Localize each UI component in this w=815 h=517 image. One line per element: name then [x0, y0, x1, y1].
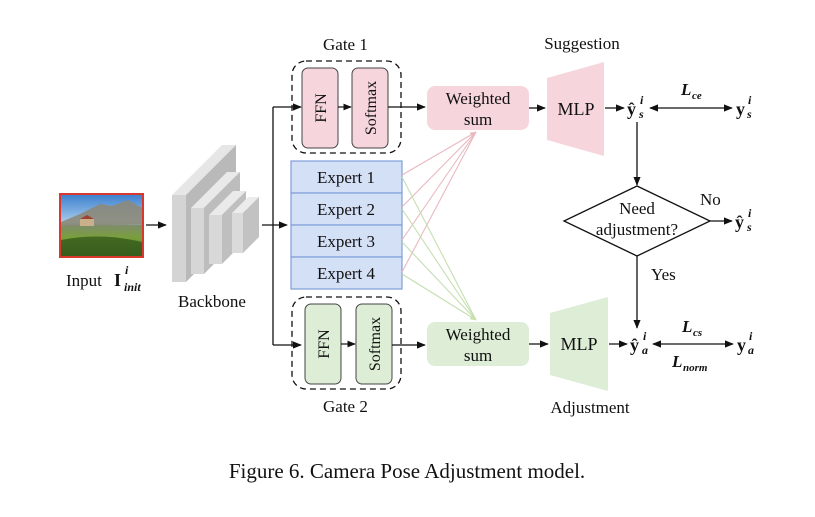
ys-hat-sub: s	[638, 107, 644, 121]
ya-hat-base: ŷ	[630, 335, 639, 355]
gate2-softmax-label: Softmax	[367, 317, 384, 371]
weighted-sum-bottom-line1: Weighted	[446, 325, 511, 344]
input-subscript: init	[124, 280, 141, 294]
ys-hat-sup: i	[640, 93, 644, 107]
gate1-title: Gate 1	[323, 35, 368, 54]
loss-cs-base: L	[681, 317, 692, 336]
expert-to-wsum-top-lines	[401, 131, 477, 273]
ys-symbol: y i s	[736, 93, 752, 121]
decision-line1: Need	[619, 199, 655, 218]
line-expert4-bottom	[401, 273, 477, 321]
suggestion-mlp-trapezoid	[547, 62, 604, 156]
gate1-ffn-box	[301, 67, 339, 149]
expert-4-box	[290, 256, 403, 290]
ya-hat-sup: i	[643, 329, 647, 343]
expert-1-box	[290, 160, 403, 194]
suggestion-mlp-label: MLP	[557, 99, 594, 119]
ys-sub: s	[746, 107, 752, 121]
line-expert3-top	[401, 131, 477, 241]
ys-sup: i	[748, 93, 752, 107]
expert-3-label: Expert 3	[317, 232, 375, 251]
gate2-container	[291, 296, 402, 390]
input-image	[59, 193, 144, 258]
expert-1-label: Expert 1	[317, 168, 375, 187]
ys-hat-no-base: ŷ	[735, 212, 744, 232]
gate2-title: Gate 2	[323, 397, 368, 416]
weighted-sum-top-line2: sum	[464, 110, 492, 129]
weighted-sum-top-box	[427, 86, 529, 130]
expert-3-box	[290, 224, 403, 258]
ys-hat-no-symbol: ŷ i s	[735, 206, 752, 234]
gate2-softmax-box	[355, 303, 393, 385]
loss-norm-base: L	[671, 352, 682, 371]
ys-base: y	[736, 99, 745, 119]
expert-to-wsum-bottom-lines	[401, 176, 477, 321]
loss-ce: L ce	[680, 80, 702, 102]
backbone-icon	[172, 145, 259, 282]
gate1-ffn-label: FFN	[313, 93, 330, 123]
ya-symbol: y i a	[737, 329, 754, 357]
loss-cs: L cs	[681, 317, 702, 339]
ys-hat-no-sup: i	[748, 206, 752, 220]
line-expert4-top	[401, 131, 477, 273]
line-expert3-bottom	[401, 241, 477, 321]
adjustment-title: Adjustment	[550, 398, 630, 417]
figure-caption: Figure 6. Camera Pose Adjustment model.	[229, 459, 585, 483]
decision-no-label: No	[700, 190, 721, 209]
ys-hat-symbol: ŷ i s	[627, 93, 644, 121]
ya-sub: a	[748, 343, 754, 357]
weighted-sum-bottom-box	[427, 322, 529, 366]
weighted-sum-bottom-line2: sum	[464, 346, 492, 365]
loss-ce-sub: ce	[692, 90, 702, 102]
loss-norm: L norm	[671, 352, 708, 374]
ys-hat-base: ŷ	[627, 99, 636, 119]
input-symbol: I	[114, 270, 121, 290]
gate2-ffn-label: FFN	[316, 329, 333, 359]
loss-ce-base: L	[680, 80, 691, 99]
line-expert1-bottom	[401, 176, 477, 321]
adjustment-mlp-trapezoid	[550, 297, 608, 391]
loss-norm-sub: norm	[683, 362, 708, 374]
experts-stack: Expert 1 Expert 2 Expert 3 Expert 4	[290, 160, 403, 290]
backbone-label: Backbone	[178, 292, 246, 311]
decision-yes-label: Yes	[651, 265, 676, 284]
adjustment-mlp-label: MLP	[560, 334, 597, 354]
expert-2-label: Expert 2	[317, 200, 375, 219]
ya-hat-sub: a	[642, 343, 648, 357]
ya-base: y	[737, 335, 746, 355]
ys-hat-no-sub: s	[746, 220, 752, 234]
expert-4-label: Expert 4	[317, 264, 376, 283]
input-label: Input	[66, 271, 102, 290]
line-expert1-top	[401, 131, 477, 176]
weighted-sum-top-line1: Weighted	[446, 89, 511, 108]
line-expert2-top	[401, 131, 477, 208]
loss-cs-sub: cs	[693, 327, 702, 339]
ya-sup: i	[749, 329, 753, 343]
line-expert2-bottom	[401, 208, 477, 321]
gate1-softmax-label: Softmax	[363, 81, 380, 135]
decision-line2: adjustment?	[596, 220, 678, 239]
input-superscript: i	[125, 263, 129, 277]
gate1-softmax-box	[351, 67, 389, 149]
suggestion-title: Suggestion	[544, 34, 620, 53]
ya-hat-symbol: ŷ i a	[630, 329, 648, 357]
